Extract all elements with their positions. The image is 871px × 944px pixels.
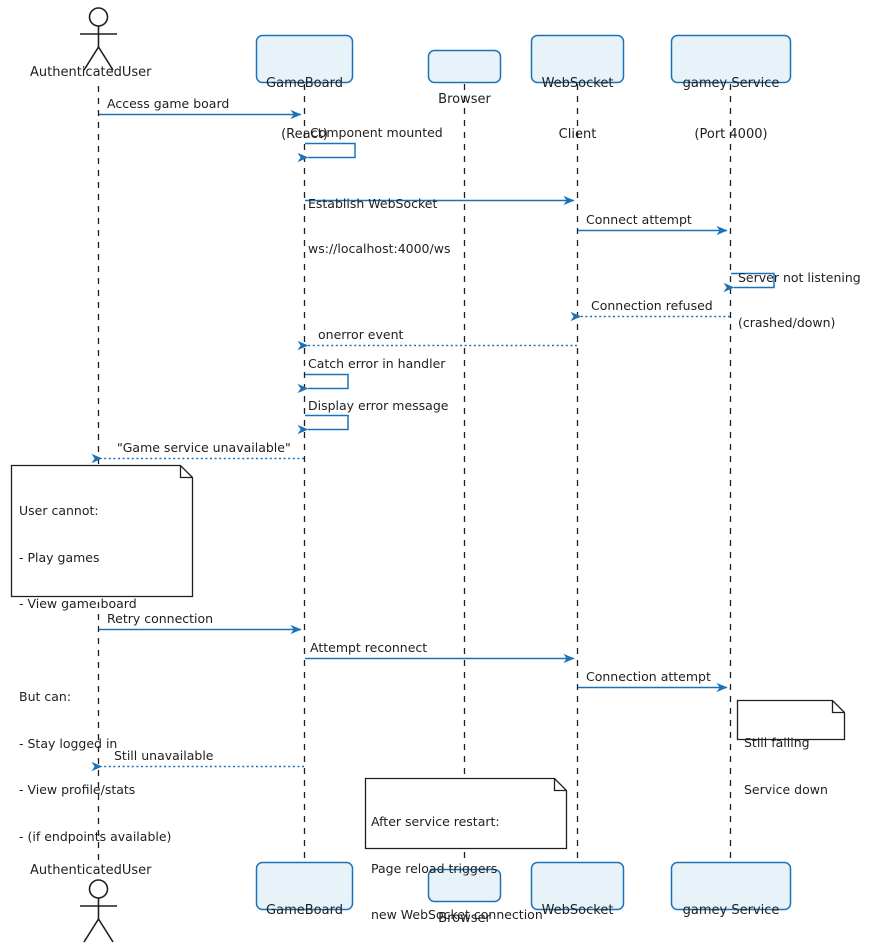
message-arrows (91, 109, 775, 772)
participant-label-line1: WebSocket (541, 76, 614, 91)
participant-box-browser-top (427, 49, 502, 84)
participant-box-gamey-top (670, 34, 792, 84)
participant-label-line1: gamey Service (682, 76, 780, 91)
participant-label-line1: gamey Service (682, 903, 780, 918)
note-line: - View profile/stats (19, 782, 136, 797)
participant-label-gamey-top: gamey Service (Port 4000) (671, 41, 791, 177)
note-line: new WebSocket connection (371, 907, 543, 922)
note-shape-service-restart (364, 777, 568, 850)
participant-boxes-top (255, 34, 792, 84)
participant-box-wsclient-top (530, 34, 625, 84)
participant-box-gameboard-bottom (255, 861, 354, 911)
message-label-11: Retry connection (107, 611, 214, 626)
note-line: Service down (744, 781, 828, 797)
note-line: - Stay logged in (19, 735, 118, 751)
participant-label-browser-top: Browser (428, 57, 501, 142)
participant-label-line1: GameBoard (266, 76, 343, 91)
note-line: - (if endpoints available) (19, 828, 172, 844)
message-label-4: Connect attempt (586, 212, 692, 227)
message-label-14: Still unavailable (114, 748, 214, 763)
participant-label-line2: (Port 4000) (694, 127, 768, 142)
message-label-1: Access game board (107, 96, 230, 111)
message-label-8: Catch error in handler (308, 356, 446, 371)
note-line: After service restart: (371, 814, 500, 829)
message-arrow-8-self (297, 373, 349, 394)
message-label-5: Server not listening (crashed/down) (738, 240, 861, 360)
participant-label-gamey-bottom: gamey Service (Port 4000) (671, 868, 791, 944)
message-label-3: Establish WebSocket ws://localhost:4000/… (308, 166, 450, 286)
participant-label-gameboard-top: GameBoard (React) (256, 41, 353, 177)
message-label-3-line2: ws://localhost:4000/ws (308, 241, 451, 256)
message-arrow-2-self (297, 142, 356, 163)
participant-label-wsclient-bottom: WebSocket Client (531, 868, 624, 944)
note-text-still-failing: Still failing Service down (744, 704, 828, 828)
note-text-user-capabilities: User cannot: - Play games - View game bo… (19, 472, 171, 875)
participant-box-browser-bottom (427, 868, 502, 903)
message-label-2: Component mounted (310, 125, 443, 140)
message-label-5-line2: (crashed/down) (738, 315, 836, 330)
participant-label-gameboard-bottom: GameBoard (React) (256, 868, 353, 944)
message-label-12: Attempt reconnect (310, 640, 428, 655)
message-arrow-9-self (297, 414, 349, 435)
message-label-5-line1: Server not listening (738, 270, 861, 285)
message-label-10: "Game service unavailable" (117, 440, 291, 455)
participant-boxes-bottom (255, 861, 792, 911)
participant-box-gameboard-top (255, 34, 354, 84)
actor-figure-bottom (80, 879, 117, 943)
note-shape-user-capabilities (10, 464, 194, 598)
message-label-9: Display error message (308, 398, 449, 413)
participant-label-actor-top: AuthenticatedUser (30, 65, 152, 80)
actor-figure-top (80, 7, 117, 71)
participant-label-line1: GameBoard (266, 903, 343, 918)
participant-label-line2: (React) (281, 127, 328, 142)
message-label-6: Connection refused (591, 298, 713, 313)
participant-label-line1: Browser (438, 911, 491, 926)
message-label-13: Connection attempt (586, 669, 711, 684)
note-line-blank (19, 643, 171, 659)
participant-label-wsclient-top: WebSocket Client (531, 41, 624, 177)
note-line: - Play games (19, 549, 100, 565)
participant-label-line2: Client (558, 127, 597, 142)
participant-label-line1: WebSocket (541, 903, 614, 918)
participant-label-line1: Browser (438, 92, 491, 107)
participant-box-wsclient-bottom (530, 861, 625, 911)
note-line: - View game board (19, 596, 137, 611)
message-label-3-line1: Establish WebSocket (308, 196, 438, 211)
note-text-service-restart: After service restart: Page reload trigg… (371, 783, 543, 944)
note-line: Still failing (744, 735, 810, 750)
note-line: But can: (19, 689, 72, 704)
note-shape-still-failing (736, 699, 846, 741)
note-line: Page reload triggers (371, 860, 498, 876)
message-arrow-5-self (723, 272, 775, 293)
participant-label-actor-bottom: AuthenticatedUser (30, 863, 152, 878)
participant-label-browser-bottom: Browser (428, 876, 501, 944)
note-shapes (10, 464, 846, 850)
note-line: User cannot: (19, 503, 99, 518)
message-label-7: onerror event (318, 327, 404, 342)
participant-box-gamey-bottom (670, 861, 792, 911)
